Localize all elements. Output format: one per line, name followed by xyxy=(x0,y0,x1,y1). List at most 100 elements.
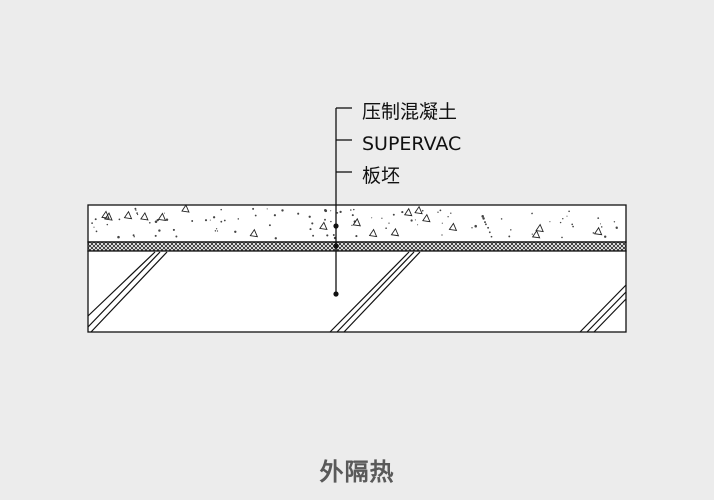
slab-hatch xyxy=(87,251,627,333)
aggregate-speck xyxy=(531,233,533,235)
concrete-aggregate xyxy=(91,204,618,240)
label-supervac: SUPERVAC xyxy=(362,133,462,155)
aggregate-stone xyxy=(593,226,603,236)
aggregate-stone xyxy=(531,229,541,239)
aggregate-stone xyxy=(140,211,149,221)
aggregate-speck xyxy=(490,235,493,238)
aggregate-speck xyxy=(135,209,137,211)
aggregate-speck xyxy=(488,231,491,234)
aggregate-stone xyxy=(403,207,413,217)
aggregate-speck xyxy=(441,222,443,224)
aggregate-stone xyxy=(104,212,113,221)
supervac-layer xyxy=(87,241,627,252)
aggregate-stone xyxy=(157,212,167,222)
aggregate-speck xyxy=(613,221,616,223)
aggregate-speck xyxy=(311,222,314,225)
aggregate-speck xyxy=(324,209,327,212)
aggregate-speck xyxy=(599,223,602,225)
aggregate-speck xyxy=(592,232,595,234)
aggregate-speck xyxy=(482,217,485,220)
aggregate-stone xyxy=(390,227,400,237)
aggregate-speck xyxy=(421,209,424,212)
aggregate-speck xyxy=(93,226,95,228)
aggregate-speck xyxy=(531,212,533,215)
aggregate-speck xyxy=(136,213,139,216)
aggregate-speck xyxy=(600,226,603,228)
aggregate-speck xyxy=(132,234,135,237)
aggregate-speck xyxy=(508,235,511,238)
aggregate-speck xyxy=(215,228,218,230)
aggregate-speck xyxy=(95,230,98,233)
aggregate-speck xyxy=(214,230,217,232)
leader-dot-supervac xyxy=(333,243,339,249)
aggregate-speck xyxy=(234,230,237,233)
aggregate-stone xyxy=(123,210,133,220)
aggregate-speck xyxy=(510,229,512,231)
aggregate-stone xyxy=(422,213,431,223)
aggregate-speck xyxy=(191,220,194,222)
aggregate-speck xyxy=(392,213,395,216)
aggregate-speck xyxy=(216,230,219,232)
aggregate-speck xyxy=(326,234,329,237)
aggregate-speck xyxy=(559,221,562,224)
aggregate-speck xyxy=(136,212,138,214)
aggregate-speck xyxy=(353,208,355,211)
aggregate-speck xyxy=(220,208,222,211)
aggregate-speck xyxy=(154,234,157,237)
aggregate-speck xyxy=(172,228,175,231)
aggregate-speck xyxy=(562,218,564,220)
aggregate-speck xyxy=(274,237,277,240)
aggregate-speck xyxy=(414,219,416,221)
aggregate-speck xyxy=(500,218,503,220)
aggregate-speck xyxy=(273,214,276,217)
aggregate-stone xyxy=(448,222,458,231)
aggregate-speck xyxy=(209,219,211,221)
aggregate-speck xyxy=(351,224,353,226)
aggregate-speck xyxy=(439,209,442,212)
aggregate-speck xyxy=(484,223,487,226)
aggregate-speck xyxy=(154,220,158,224)
aggregate-speck xyxy=(330,220,332,223)
aggregate-speck xyxy=(450,212,452,214)
aggregate-stone xyxy=(319,221,328,230)
aggregate-speck xyxy=(134,207,137,210)
aggregate-speck xyxy=(474,224,477,228)
aggregate-speck xyxy=(163,212,165,214)
aggregate-speck xyxy=(351,214,354,217)
aggregate-speck xyxy=(204,219,208,222)
aggregate-speck xyxy=(481,215,484,218)
aggregate-stone xyxy=(535,223,544,233)
aggregate-speck xyxy=(568,210,570,213)
aggregate-speck xyxy=(572,225,574,228)
aggregate-speck xyxy=(148,221,151,224)
aggregate-stone xyxy=(352,217,361,227)
aggregate-speck xyxy=(549,221,551,223)
aggregate-speck xyxy=(308,215,311,218)
aggregate-stone xyxy=(101,210,110,219)
aggregate-speck xyxy=(487,226,490,229)
aggregate-speck xyxy=(309,228,312,231)
aggregate-speck xyxy=(561,236,563,239)
aggregate-speck xyxy=(616,227,618,230)
aggregate-speck xyxy=(571,223,574,226)
label-slab: 板坯 xyxy=(362,165,401,187)
aggregate-stone xyxy=(368,228,378,238)
aggregate-stone xyxy=(249,228,259,238)
aggregate-speck xyxy=(118,218,121,221)
aggregate-speck xyxy=(312,234,315,237)
leader-line xyxy=(335,107,352,294)
aggregate-speck xyxy=(566,215,568,217)
aggregate-speck xyxy=(332,234,335,236)
aggregate-speck xyxy=(401,211,404,214)
diagram-caption: 外隔热 xyxy=(319,458,395,486)
aggregate-speck xyxy=(165,218,169,221)
aggregate-speck xyxy=(410,219,413,222)
aggregate-speck xyxy=(281,209,284,212)
aggregate-speck xyxy=(175,235,178,238)
aggregate-speck xyxy=(106,223,109,226)
aggregate-speck xyxy=(158,229,161,232)
aggregate-speck xyxy=(441,234,443,236)
aggregate-speck xyxy=(266,208,268,210)
aggregate-speck xyxy=(133,236,135,238)
